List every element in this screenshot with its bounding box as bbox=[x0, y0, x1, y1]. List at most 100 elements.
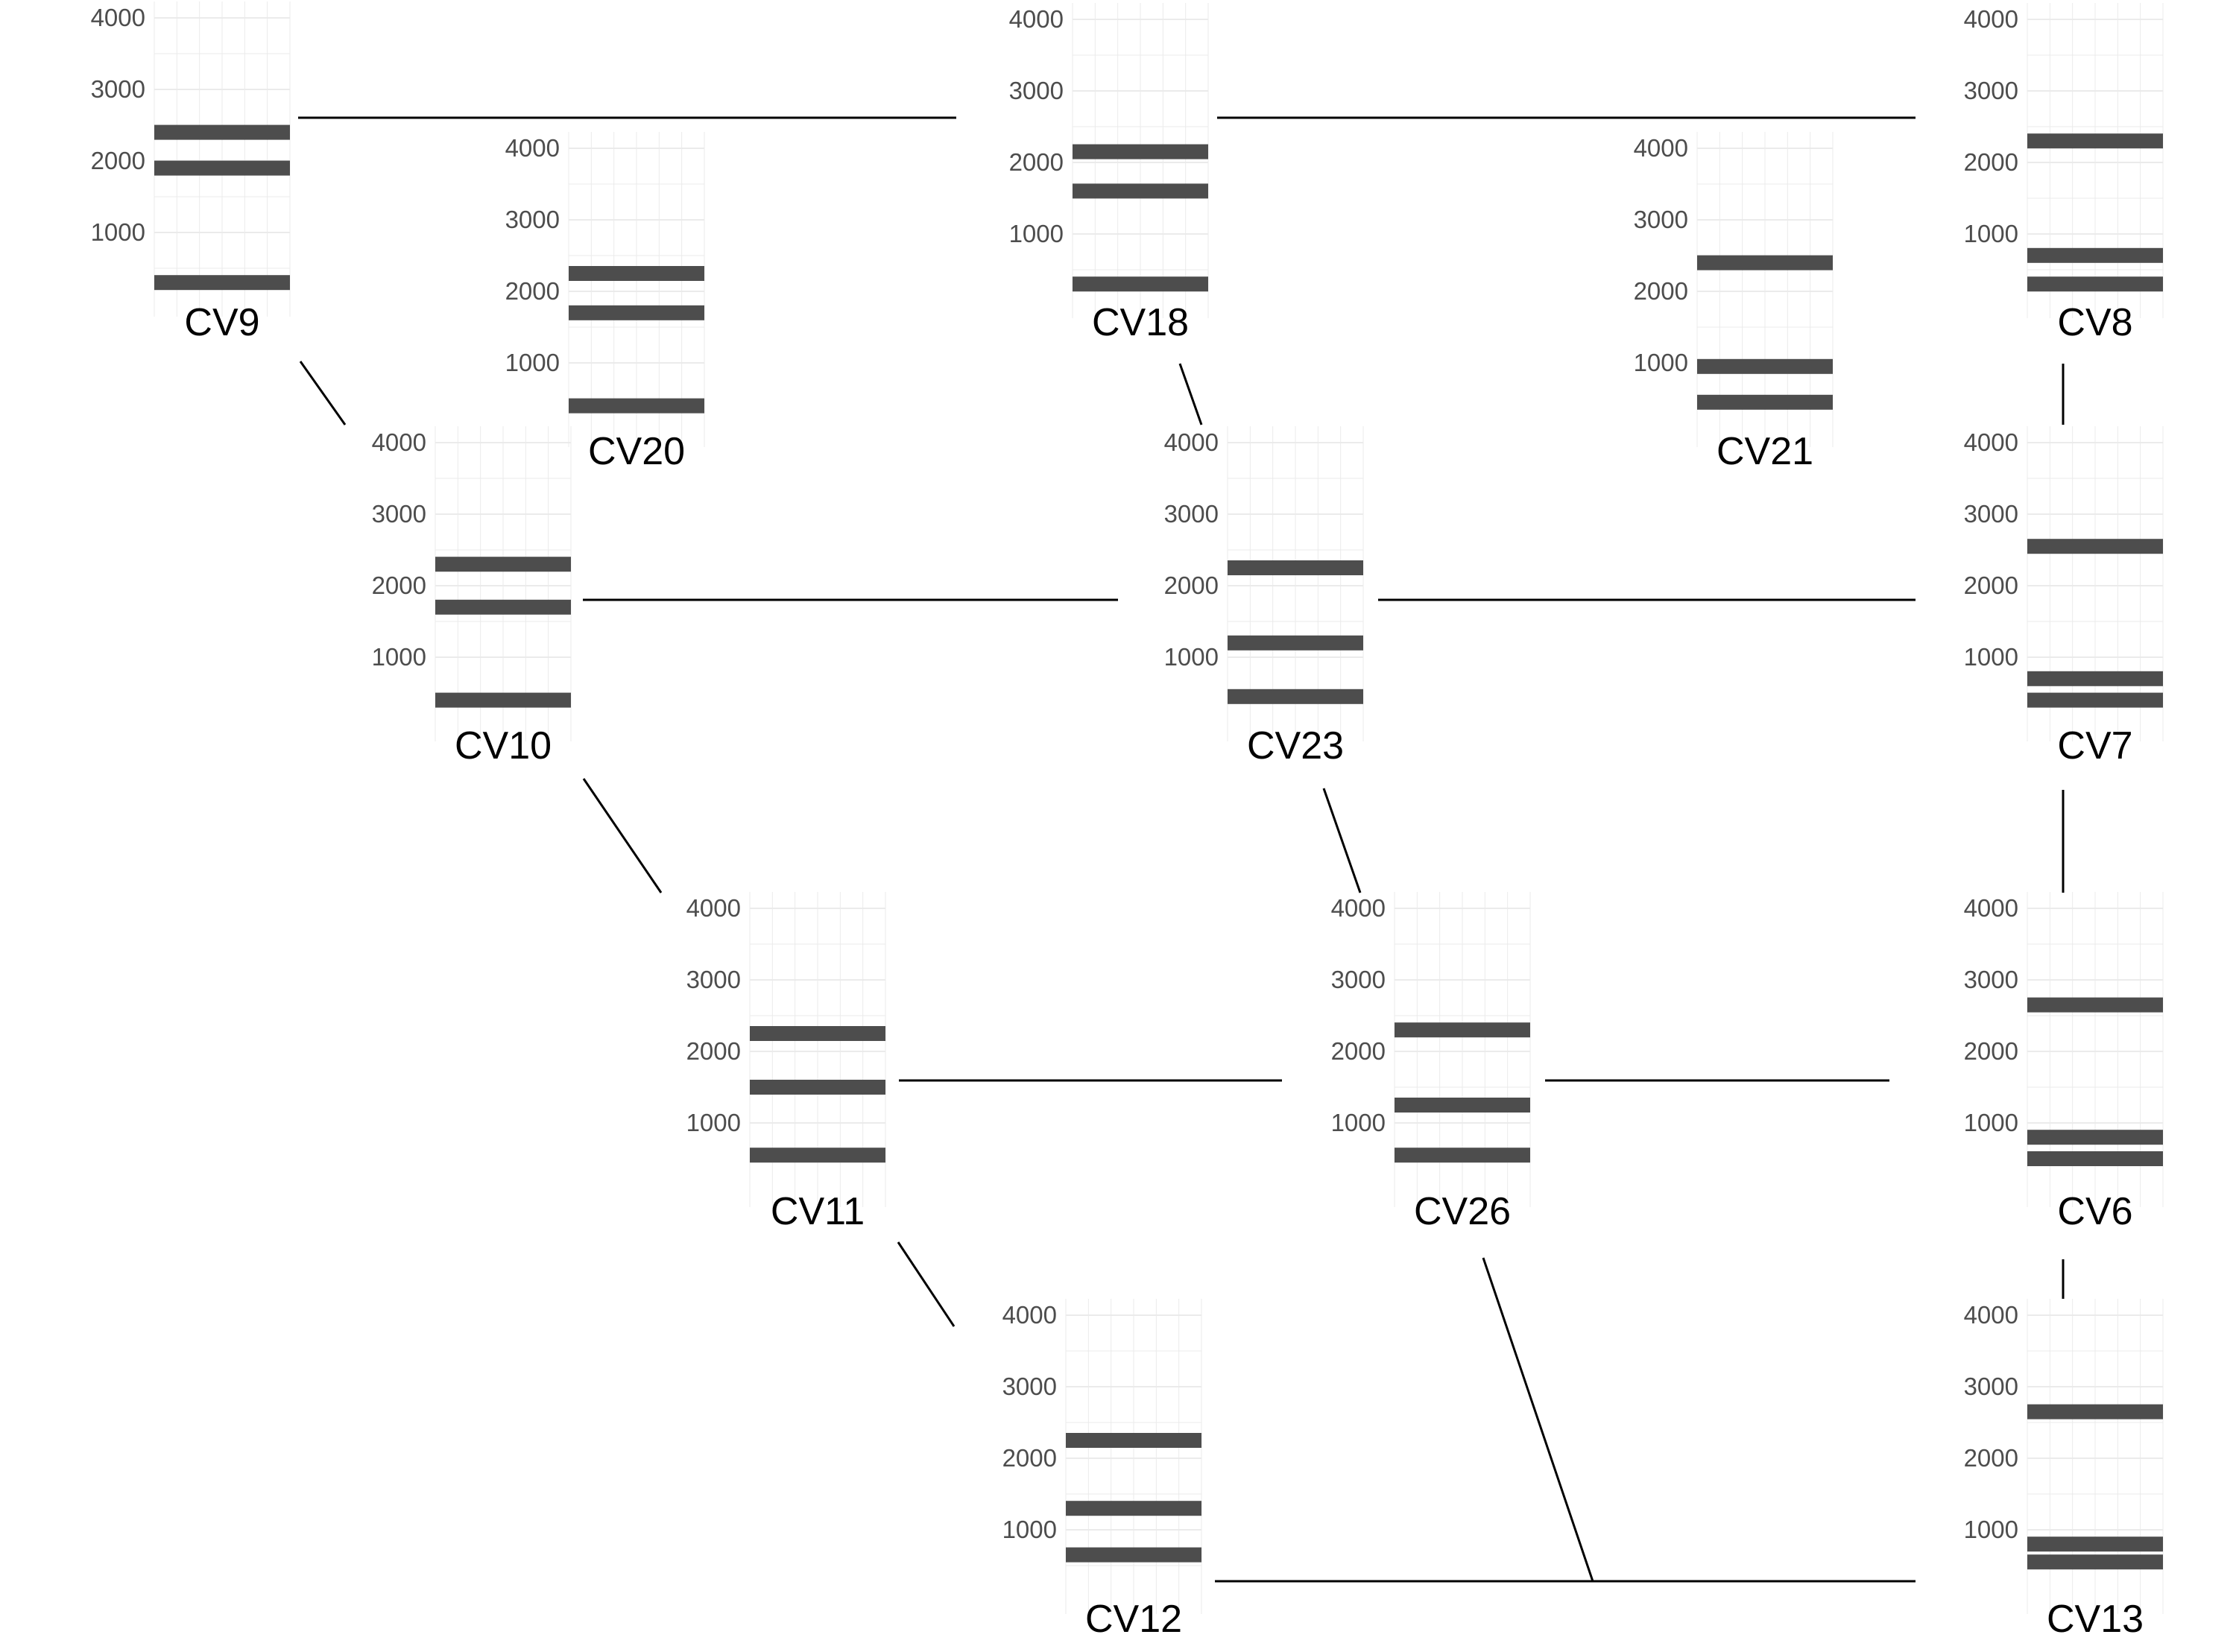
y-tick-label: 2000 bbox=[91, 147, 145, 174]
y-tick-label: 1000 bbox=[1964, 220, 2018, 247]
y-tick-label: 1000 bbox=[1331, 1109, 1386, 1136]
y-tick-label: 3000 bbox=[372, 500, 426, 528]
y-tick-label: 4000 bbox=[372, 428, 426, 456]
band-2 bbox=[1073, 183, 1208, 199]
y-tick-label: 3000 bbox=[1634, 206, 1688, 233]
band-1 bbox=[569, 266, 704, 281]
panel-label: CV26 bbox=[1414, 1190, 1511, 1233]
y-tick-label: 3000 bbox=[91, 75, 145, 103]
band-1 bbox=[1073, 144, 1208, 159]
panel-label: CV12 bbox=[1085, 1598, 1182, 1641]
y-tick-label: 4000 bbox=[1964, 428, 2018, 456]
band-1 bbox=[1228, 560, 1363, 575]
y-tick-label: 3000 bbox=[1964, 500, 2018, 528]
y-tick-label: 3000 bbox=[1002, 1373, 1057, 1400]
y-tick-label: 4000 bbox=[1164, 428, 1219, 456]
band-2 bbox=[154, 160, 290, 176]
band-1 bbox=[1066, 1433, 1201, 1448]
y-tick-label: 4000 bbox=[1009, 5, 1064, 33]
y-tick-label: 3000 bbox=[1964, 966, 2018, 993]
y-tick-label: 2000 bbox=[1964, 148, 2018, 176]
band-2 bbox=[435, 599, 571, 615]
y-tick-label: 3000 bbox=[1964, 77, 2018, 104]
panel-label: CV8 bbox=[2057, 301, 2132, 344]
band-3 bbox=[2027, 1554, 2163, 1570]
band-1 bbox=[154, 124, 290, 140]
band-3 bbox=[750, 1148, 885, 1163]
y-tick-label: 1000 bbox=[686, 1109, 741, 1136]
band-3 bbox=[569, 398, 704, 414]
band-1 bbox=[750, 1026, 885, 1041]
band-3 bbox=[2027, 1151, 2163, 1166]
band-1 bbox=[2027, 133, 2163, 149]
y-tick-label: 4000 bbox=[686, 894, 741, 922]
y-tick-label: 2000 bbox=[1964, 572, 2018, 599]
connector-line-9 bbox=[1322, 788, 1362, 893]
y-tick-label: 2000 bbox=[505, 277, 560, 305]
y-tick-label: 3000 bbox=[505, 206, 560, 233]
band-1 bbox=[2027, 1404, 2163, 1420]
panel-label: CV6 bbox=[2057, 1190, 2132, 1233]
y-tick-label: 1000 bbox=[91, 218, 145, 246]
band-1 bbox=[1697, 255, 1833, 270]
y-tick-label: 2000 bbox=[372, 572, 426, 599]
band-2 bbox=[2027, 671, 2163, 686]
band-1 bbox=[435, 557, 571, 572]
band-3 bbox=[1395, 1148, 1530, 1163]
y-tick-label: 1000 bbox=[372, 643, 426, 671]
band-3 bbox=[1073, 276, 1208, 292]
y-tick-label: 4000 bbox=[91, 4, 145, 31]
band-2 bbox=[1066, 1501, 1201, 1516]
band-1 bbox=[2027, 997, 2163, 1013]
band-3 bbox=[1228, 689, 1363, 704]
y-tick-label: 2000 bbox=[1964, 1444, 2018, 1472]
panel-label: CV11 bbox=[771, 1190, 865, 1233]
band-3 bbox=[2027, 692, 2163, 708]
band-2 bbox=[2027, 247, 2163, 263]
band-1 bbox=[2027, 539, 2163, 554]
connector-line-4 bbox=[1178, 363, 1203, 425]
y-tick-label: 3000 bbox=[1964, 1373, 2018, 1400]
y-tick-label: 2000 bbox=[1164, 572, 1219, 599]
band-2 bbox=[1395, 1098, 1530, 1113]
y-tick-label: 3000 bbox=[1164, 500, 1219, 528]
band-3 bbox=[1066, 1547, 1201, 1563]
band-2 bbox=[2027, 1537, 2163, 1552]
connector-line-13 bbox=[897, 1241, 956, 1327]
band-2 bbox=[1228, 635, 1363, 651]
y-tick-label: 1000 bbox=[1164, 643, 1219, 671]
y-tick-label: 4000 bbox=[1331, 894, 1386, 922]
panel-label: CV20 bbox=[588, 430, 685, 473]
panel-label: CV13 bbox=[2047, 1598, 2144, 1641]
connector-line-3 bbox=[299, 361, 347, 425]
panel-label: CV10 bbox=[455, 724, 552, 768]
y-tick-label: 4000 bbox=[1634, 134, 1688, 162]
panel-label: CV21 bbox=[1717, 430, 1813, 473]
y-tick-label: 1000 bbox=[1964, 1516, 2018, 1543]
y-tick-label: 2000 bbox=[1331, 1037, 1386, 1065]
band-2 bbox=[750, 1080, 885, 1095]
y-tick-label: 2000 bbox=[1009, 148, 1064, 176]
band-3 bbox=[435, 692, 571, 708]
y-tick-label: 4000 bbox=[505, 134, 560, 162]
panel-label: CV7 bbox=[2057, 724, 2132, 768]
y-tick-label: 3000 bbox=[686, 966, 741, 993]
y-tick-label: 2000 bbox=[1634, 277, 1688, 305]
panel-label: CV23 bbox=[1247, 724, 1344, 768]
y-tick-label: 4000 bbox=[1002, 1301, 1057, 1329]
band-3 bbox=[2027, 276, 2163, 292]
y-tick-label: 2000 bbox=[1002, 1444, 1057, 1472]
band-2 bbox=[1697, 358, 1833, 374]
band-2 bbox=[569, 305, 704, 320]
connector-line-15 bbox=[1482, 1257, 1594, 1582]
